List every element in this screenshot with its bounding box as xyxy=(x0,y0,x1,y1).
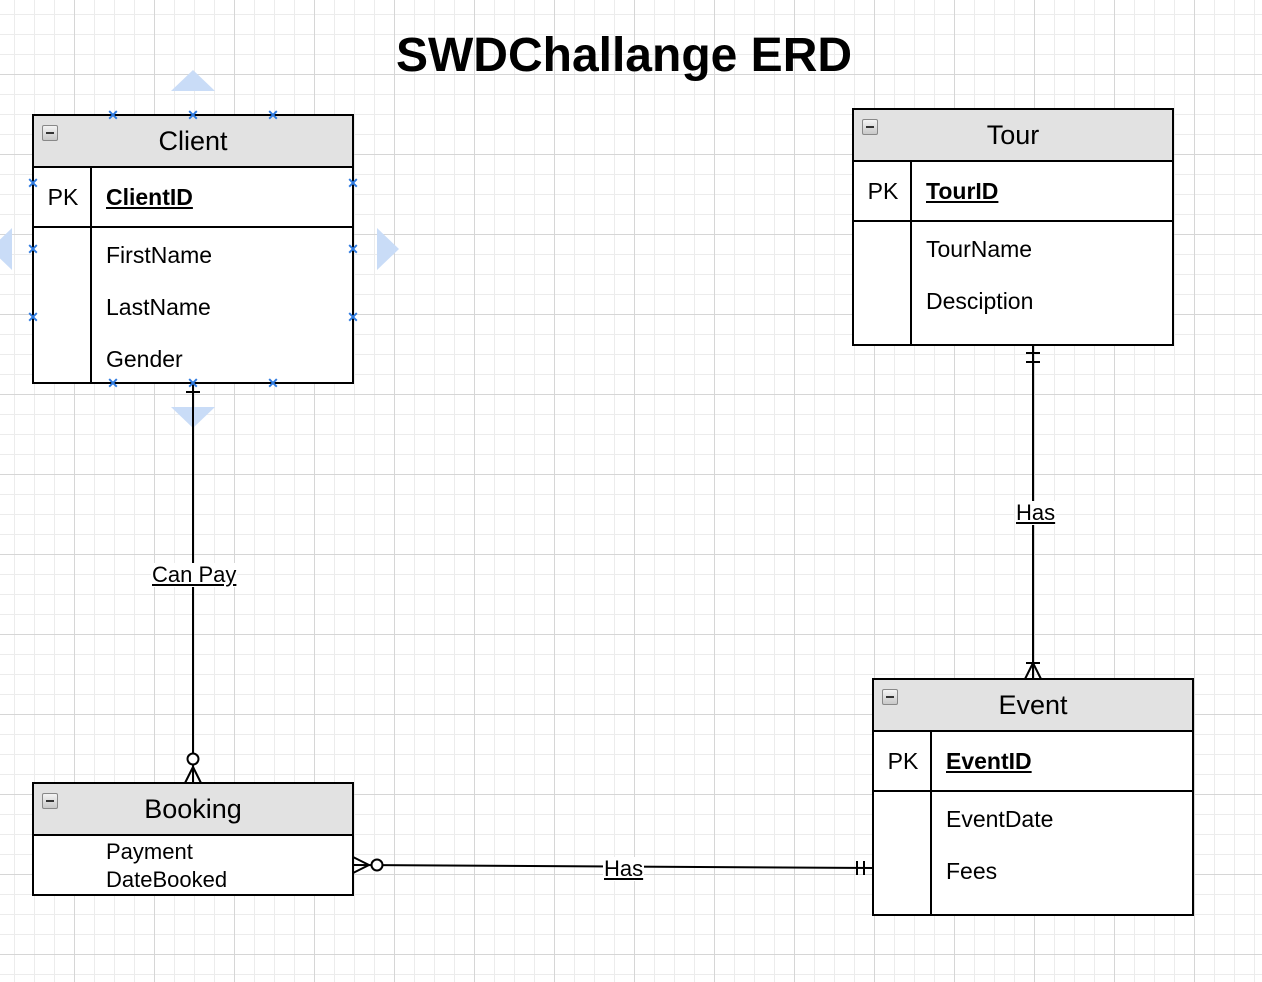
key-column xyxy=(854,162,912,220)
relationship-label-tour-event-has[interactable]: Has xyxy=(1015,500,1057,525)
collapse-icon[interactable] xyxy=(42,793,58,809)
collapse-icon[interactable] xyxy=(42,125,58,141)
event-crowfoot-right xyxy=(1032,662,1042,680)
attribute-tourname: TourName xyxy=(926,236,1033,262)
attribute-payment: Payment xyxy=(106,839,193,864)
pk-field-eventid: EventID xyxy=(946,748,1032,774)
attribute-fees: Fees xyxy=(946,858,998,884)
entity-event[interactable]: Event PK EventID EventDate Fees xyxy=(872,678,1194,916)
entity-event-pk-row[interactable]: PK EventID xyxy=(874,732,1192,792)
resize-handle[interactable]: ✕ xyxy=(347,175,359,191)
entity-tour-attributes[interactable]: TourName Desciption xyxy=(854,222,1172,344)
entity-tour-name: Tour xyxy=(986,120,1040,150)
collapse-icon[interactable] xyxy=(882,689,898,705)
booking-zero-mark-h xyxy=(370,858,384,872)
attribute-gender: Gender xyxy=(106,346,183,372)
attribute-desciption: Desciption xyxy=(926,288,1034,314)
pk-label: PK xyxy=(47,184,79,210)
entity-event-name: Event xyxy=(998,690,1068,720)
key-column xyxy=(34,168,92,226)
entity-tour[interactable]: Tour PK TourID TourName Desciption xyxy=(852,108,1174,346)
collapse-icon[interactable] xyxy=(862,119,878,135)
attribute-firstname: FirstName xyxy=(106,242,213,268)
pk-label: PK xyxy=(867,178,899,204)
entity-booking-name: Booking xyxy=(144,794,242,824)
relationship-label-can-pay[interactable]: Can Pay xyxy=(151,562,238,587)
entity-event-header[interactable]: Event xyxy=(874,680,1192,732)
entity-client-header[interactable]: Client xyxy=(34,116,352,168)
diagram-title: SWDChallange ERD xyxy=(395,29,853,82)
booking-crowfoot-left xyxy=(184,766,194,784)
key-column xyxy=(34,228,92,382)
key-column xyxy=(854,222,912,344)
resize-handle[interactable]: ✕ xyxy=(107,107,119,123)
booking-crowfoot-top xyxy=(352,856,370,866)
resize-handle[interactable]: ✕ xyxy=(107,375,119,391)
entity-tour-header[interactable]: Tour xyxy=(854,110,1172,162)
entity-client-pk-row[interactable]: PK ClientID xyxy=(34,168,352,228)
booking-zero-mark xyxy=(186,752,200,766)
entity-client-attributes[interactable]: FirstName LastName Gender xyxy=(34,228,352,382)
pk-field-clientid: ClientID xyxy=(106,184,193,210)
booking-crowfoot-bottom xyxy=(352,864,370,874)
resize-handle[interactable]: ✕ xyxy=(267,375,279,391)
resize-handle[interactable]: ✕ xyxy=(347,309,359,325)
entity-booking-header[interactable]: Booking xyxy=(34,784,352,836)
relationship-label-booking-event-has[interactable]: Has xyxy=(603,856,645,881)
entity-booking-attributes[interactable]: Payment DateBooked xyxy=(34,836,352,894)
entity-tour-pk-row[interactable]: PK TourID xyxy=(854,162,1172,222)
resize-handle[interactable]: ✕ xyxy=(267,107,279,123)
key-column xyxy=(874,732,932,790)
resize-handle[interactable]: ✕ xyxy=(27,241,39,257)
pk-field-tourid: TourID xyxy=(926,178,999,204)
attribute-lastname: LastName xyxy=(106,294,211,320)
entity-event-attributes[interactable]: EventDate Fees xyxy=(874,792,1192,914)
attribute-datebooked: DateBooked xyxy=(106,867,228,892)
entity-client-name: Client xyxy=(158,126,228,156)
booking-crowfoot-right xyxy=(192,766,202,784)
resize-handle[interactable]: ✕ xyxy=(187,375,199,391)
resize-handle[interactable]: ✕ xyxy=(27,175,39,191)
resize-handle[interactable]: ✕ xyxy=(27,309,39,325)
resize-handle[interactable]: ✕ xyxy=(347,241,359,257)
attribute-eventdate: EventDate xyxy=(946,806,1054,832)
entity-client[interactable]: Client PK ClientID FirstName LastName Ge… xyxy=(32,114,354,384)
resize-handle[interactable]: ✕ xyxy=(187,107,199,123)
entity-booking[interactable]: Booking Payment DateBooked xyxy=(32,782,354,896)
pk-label: PK xyxy=(887,748,919,774)
event-crowfoot-left xyxy=(1024,662,1034,680)
key-column xyxy=(874,792,932,914)
